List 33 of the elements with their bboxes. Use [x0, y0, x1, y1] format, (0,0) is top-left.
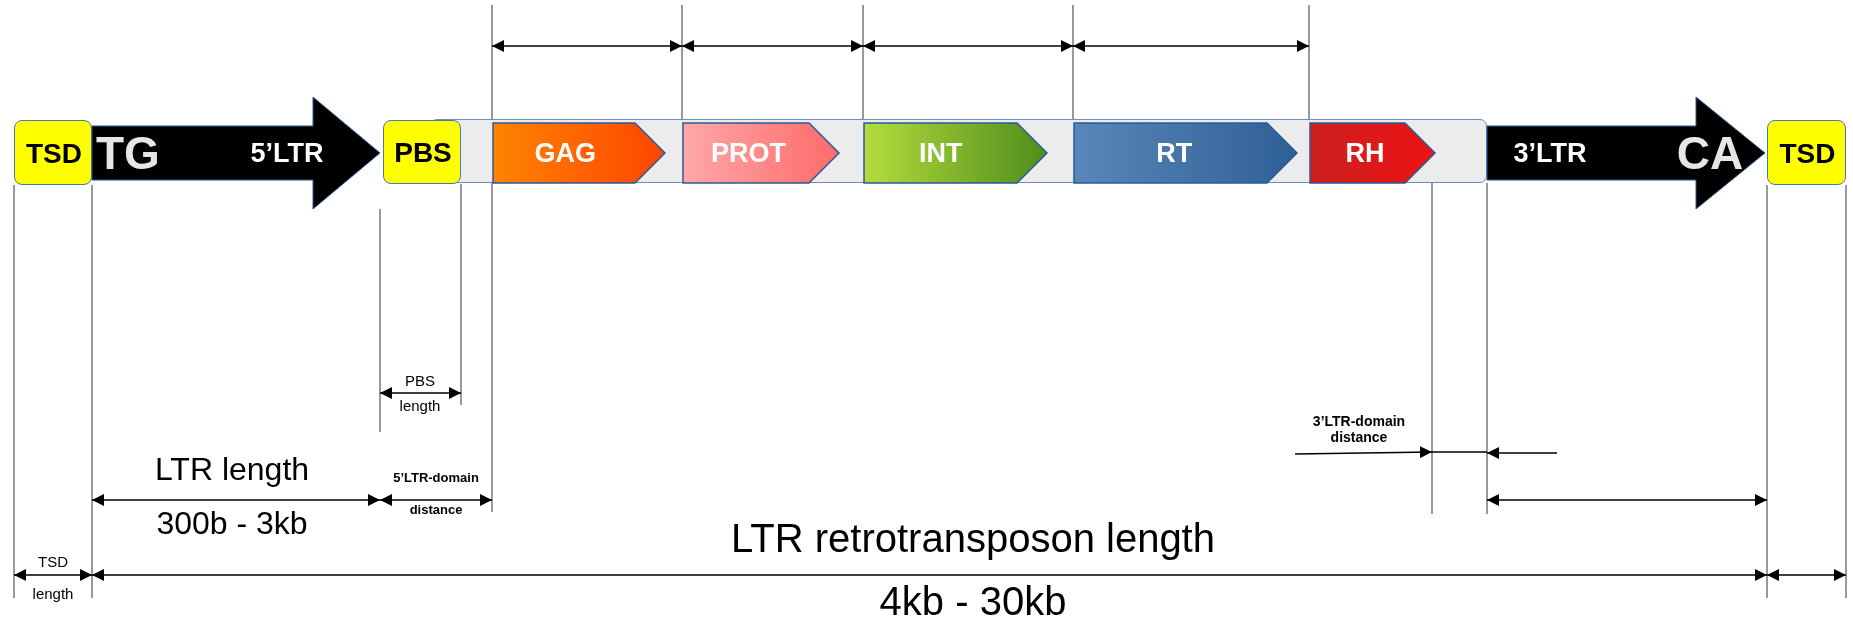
element-label: 3’LTR	[1513, 139, 1587, 167]
dimension-label: length	[399, 397, 441, 415]
element-label: PROT	[711, 139, 786, 167]
dimension-label: TSD	[38, 553, 68, 571]
protein-domain-block	[1310, 123, 1435, 183]
element-label: GAG	[534, 139, 596, 167]
dimension-label: 4kb - 30kb	[879, 578, 1067, 624]
dimension-label: PBS	[405, 372, 435, 390]
protein-domain-block	[683, 123, 839, 183]
element-label: TG	[96, 130, 160, 176]
element-label: PBS	[394, 139, 452, 167]
dimension-label: LTR retrotransposon length	[731, 515, 1215, 561]
dimension-label: length	[32, 585, 74, 603]
dimension-label: 3’LTR-domain distance	[1311, 412, 1407, 446]
dimension-label: LTR length	[154, 450, 310, 488]
element-box	[14, 120, 92, 185]
protein-domain-block	[1074, 123, 1297, 183]
dimension-label: 5’LTR-domain	[393, 470, 479, 486]
dimension-label: 300b - 3kb	[156, 504, 308, 542]
dimension-label: distance	[409, 502, 463, 518]
element-label: INT	[919, 139, 963, 167]
element-label: CA	[1676, 130, 1744, 176]
element-label: 5’LTR	[250, 139, 324, 167]
protein-domain-block	[493, 123, 665, 183]
ltr-region-block	[92, 97, 380, 209]
ltr-region-block	[1487, 97, 1765, 209]
element-label: TSD	[26, 139, 82, 168]
element-label: RH	[1345, 139, 1385, 167]
element-box	[383, 120, 461, 184]
element-box	[1767, 120, 1846, 185]
element-label: TSD	[1779, 139, 1836, 168]
element-label: RT	[1156, 139, 1193, 167]
protein-domain-block	[864, 123, 1047, 183]
